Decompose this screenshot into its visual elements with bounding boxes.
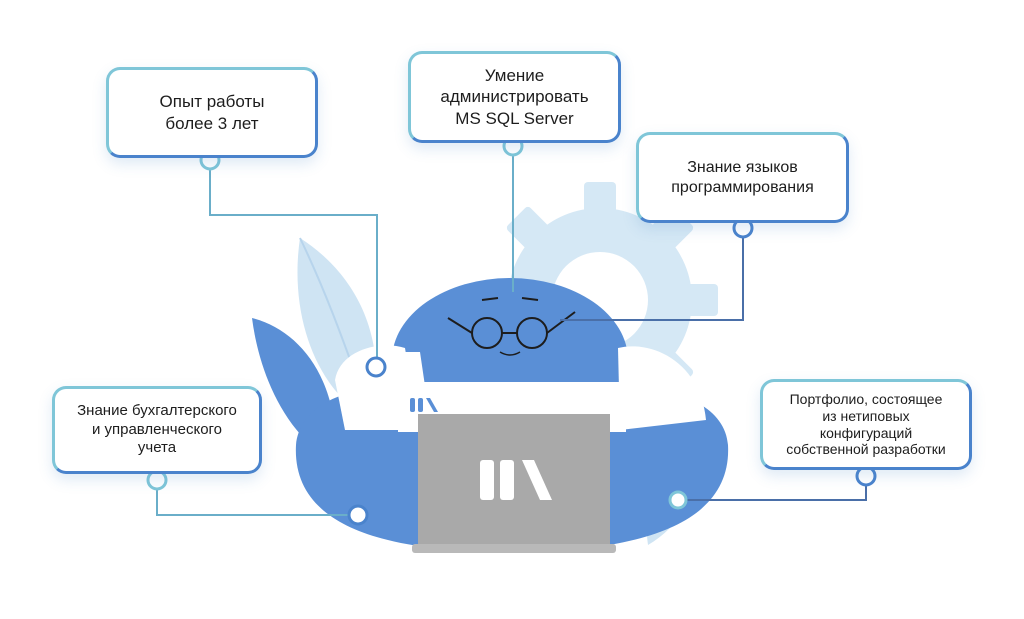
card-accounting-text: Знание бухгалтерского и управленческого …: [77, 401, 237, 457]
card-accounting: Знание бухгалтерского и управленческого …: [52, 386, 262, 474]
dot-portfolio-bottom: [668, 490, 688, 510]
logo-icon: [410, 398, 438, 412]
dot-experience-bottom: [365, 356, 387, 378]
card-sql-server: Умение администрировать MS SQL Server: [408, 51, 621, 143]
dot-accounting-bottom: [347, 504, 369, 526]
connector-languages: [560, 228, 744, 321]
connector-experience: [209, 162, 378, 365]
card-portfolio-text: Портфолио, состоящее из нетиповых конфиг…: [786, 390, 946, 458]
glasses-icon: [447, 311, 576, 349]
card-languages-text: Знание языков программирования: [671, 158, 814, 196]
laptop-icon: [412, 414, 616, 553]
card-languages: Знание языков программирования: [636, 132, 849, 223]
card-sql-server-text: Умение администрировать MS SQL Server: [440, 66, 589, 128]
card-experience: Опыт работы более 3 лет: [106, 67, 318, 158]
card-portfolio: Портфолио, состоящее из нетиповых конфиг…: [760, 379, 972, 470]
card-experience-text: Опыт работы более 3 лет: [159, 92, 265, 133]
connector-accounting: [156, 480, 358, 516]
